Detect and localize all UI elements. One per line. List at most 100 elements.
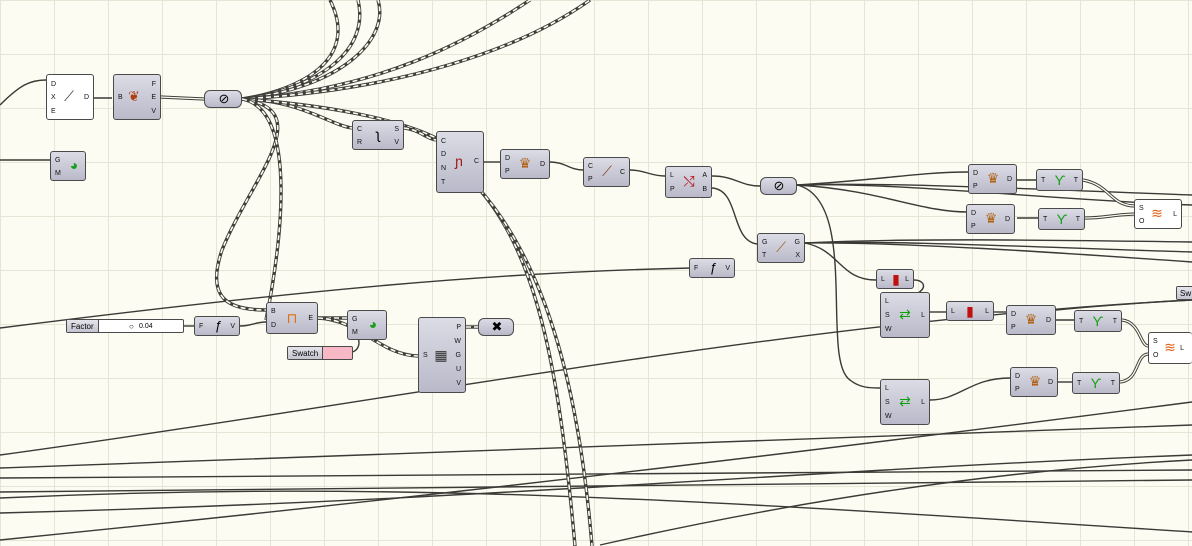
weave-mid-output-l[interactable]: L xyxy=(1180,345,1184,352)
shift1-component[interactable]: L S W L ⇄ xyxy=(880,292,930,338)
weave-top-input-o[interactable]: O xyxy=(1139,218,1145,225)
dp-mid-input-p[interactable]: P xyxy=(1011,324,1016,331)
grid-output-u[interactable]: U xyxy=(455,366,461,373)
preview-left-component[interactable]: G M ◕ xyxy=(50,151,86,181)
expr-fv-output-v[interactable]: V xyxy=(725,265,730,272)
graft-output-x[interactable]: X xyxy=(795,252,800,259)
list-ll1-component[interactable]: L L ▮ xyxy=(876,269,914,289)
network-input-t[interactable]: T xyxy=(441,179,446,186)
expr-main-output-v[interactable]: V xyxy=(230,323,235,330)
dp1-input-d[interactable]: D xyxy=(505,155,511,162)
relay-top-component[interactable]: ⊘ xyxy=(204,90,242,108)
dp-top2-input-d[interactable]: D xyxy=(971,210,977,217)
blend-output-e[interactable]: E xyxy=(308,315,313,322)
dp1-output-d[interactable]: D xyxy=(539,161,545,168)
preview-mid-input-m[interactable]: M xyxy=(352,329,358,336)
shift1-output-l[interactable]: L xyxy=(921,312,925,319)
grid-output-v[interactable]: V xyxy=(456,380,461,387)
expr-fv-input-f[interactable]: F xyxy=(694,265,699,272)
graft-component[interactable]: G T G X ⟋ xyxy=(757,233,805,263)
deconstruct-output-e[interactable]: E xyxy=(151,94,156,101)
split-input-p[interactable]: P xyxy=(670,186,675,193)
graft-input-t[interactable]: T xyxy=(762,252,767,259)
expression-main-component[interactable]: F V ƒ xyxy=(194,316,240,336)
network-input-d[interactable]: D xyxy=(441,151,447,158)
shift1-input-l[interactable]: L xyxy=(885,298,889,305)
split-output-a[interactable]: A xyxy=(702,172,707,179)
dp-top1-input-d[interactable]: D xyxy=(973,170,979,177)
shift1-input-w[interactable]: W xyxy=(885,326,892,333)
blend-input-b[interactable]: B xyxy=(271,308,276,315)
grid-input-s[interactable]: S xyxy=(423,352,428,359)
preview-left-input-m[interactable]: M xyxy=(55,170,61,177)
stop-component[interactable]: ✖ xyxy=(478,318,514,336)
curve-output-s[interactable]: S xyxy=(394,126,399,133)
shatter-output-d[interactable]: D xyxy=(83,94,89,101)
weave-top-component[interactable]: S O L ≋ xyxy=(1134,199,1182,229)
cpc-input-p[interactable]: P xyxy=(588,176,593,183)
tree-bot-component[interactable]: T T Ƴ xyxy=(1072,372,1120,394)
dp-mid-output-d[interactable]: D xyxy=(1045,317,1051,324)
preview-mid-component[interactable]: G M ◕ xyxy=(347,310,387,340)
curve-input-c[interactable]: C xyxy=(357,126,363,133)
preview-left-input-g[interactable]: G xyxy=(55,157,61,164)
preview-mid-input-g[interactable]: G xyxy=(352,316,358,323)
weave-top-output-l[interactable]: L xyxy=(1173,211,1177,218)
grid-output-w[interactable]: W xyxy=(454,338,461,345)
shift2-input-l[interactable]: L xyxy=(885,385,889,392)
shatter-input-d[interactable]: D xyxy=(51,81,57,88)
dp1-component[interactable]: D P D ♛ xyxy=(500,149,550,179)
curve-input-r[interactable]: R xyxy=(357,139,363,146)
weave-mid-component[interactable]: S O L ≋ xyxy=(1148,332,1192,364)
list-ll2-component[interactable]: L L ▮ xyxy=(946,301,994,321)
cpc-output-c[interactable]: C xyxy=(619,169,625,176)
network-input-c[interactable]: C xyxy=(441,138,447,145)
box-grid-component[interactable]: S P W G U V ▦ xyxy=(418,317,466,393)
cpc-component[interactable]: C P C ⟋ xyxy=(583,157,630,187)
list-ll1-input-l[interactable]: L xyxy=(881,276,885,283)
tree-top1-component[interactable]: T T Ƴ xyxy=(1036,169,1083,191)
blend-input-d[interactable]: D xyxy=(271,322,277,329)
list-ll2-input-l[interactable]: L xyxy=(951,308,955,315)
shift1-input-s[interactable]: S xyxy=(885,312,890,319)
swatch-param[interactable]: Swatch xyxy=(287,346,353,360)
tree-mid-component[interactable]: T T Ƴ xyxy=(1074,310,1122,332)
cpc-input-c[interactable]: C xyxy=(588,163,594,170)
tree-top2-component[interactable]: T T Ƴ xyxy=(1038,208,1085,230)
curve-cr-component[interactable]: C R S V ʅ xyxy=(352,120,404,150)
grid-output-p[interactable]: P xyxy=(456,324,461,331)
dp-bot-component[interactable]: D P D ♛ xyxy=(1010,367,1058,397)
dp-top1-component[interactable]: D P D ♛ xyxy=(968,164,1017,194)
shift2-component[interactable]: L S W L ⇄ xyxy=(880,379,930,425)
list-ll1-output-l[interactable]: L xyxy=(905,276,909,283)
network-output-c[interactable]: C xyxy=(473,158,479,165)
dp-top2-component[interactable]: D P D ♛ xyxy=(966,204,1015,234)
expr-main-input-f[interactable]: F xyxy=(199,323,204,330)
factor-slider-knob-icon[interactable]: ○ xyxy=(129,322,134,331)
shatter-input-x[interactable]: X xyxy=(51,94,56,101)
curve-output-v[interactable]: V xyxy=(394,139,399,146)
tree-bot-input-t[interactable]: T xyxy=(1077,380,1082,387)
tree-mid-output-t[interactable]: T xyxy=(1112,318,1117,325)
deconstruct-input-b[interactable]: B xyxy=(118,94,123,101)
split-list-component[interactable]: L P A B ⤭ xyxy=(665,166,712,198)
graft-input-g[interactable]: G xyxy=(762,239,768,246)
dp-top1-output-d[interactable]: D xyxy=(1006,176,1012,183)
swatch-param-right[interactable]: Sw xyxy=(1176,286,1192,300)
split-output-b[interactable]: B xyxy=(702,186,707,193)
dp-mid-input-d[interactable]: D xyxy=(1011,311,1017,318)
tree-bot-output-t[interactable]: T xyxy=(1110,380,1115,387)
graft-output-g[interactable]: G xyxy=(794,239,800,246)
tree-top2-output-t[interactable]: T xyxy=(1075,216,1080,223)
shift2-input-w[interactable]: W xyxy=(885,413,892,420)
factor-slider[interactable]: Factor ○ 0.04 xyxy=(66,319,184,333)
dp-bot-input-p[interactable]: P xyxy=(1015,386,1020,393)
dp-bot-input-d[interactable]: D xyxy=(1015,373,1021,380)
deconstruct-output-v[interactable]: V xyxy=(151,108,156,115)
network-input-n[interactable]: N xyxy=(441,165,447,172)
dp-top2-input-p[interactable]: P xyxy=(971,223,976,230)
dp1-input-p[interactable]: P xyxy=(505,168,510,175)
tree-top2-input-t[interactable]: T xyxy=(1043,216,1048,223)
split-input-l[interactable]: L xyxy=(670,172,674,179)
